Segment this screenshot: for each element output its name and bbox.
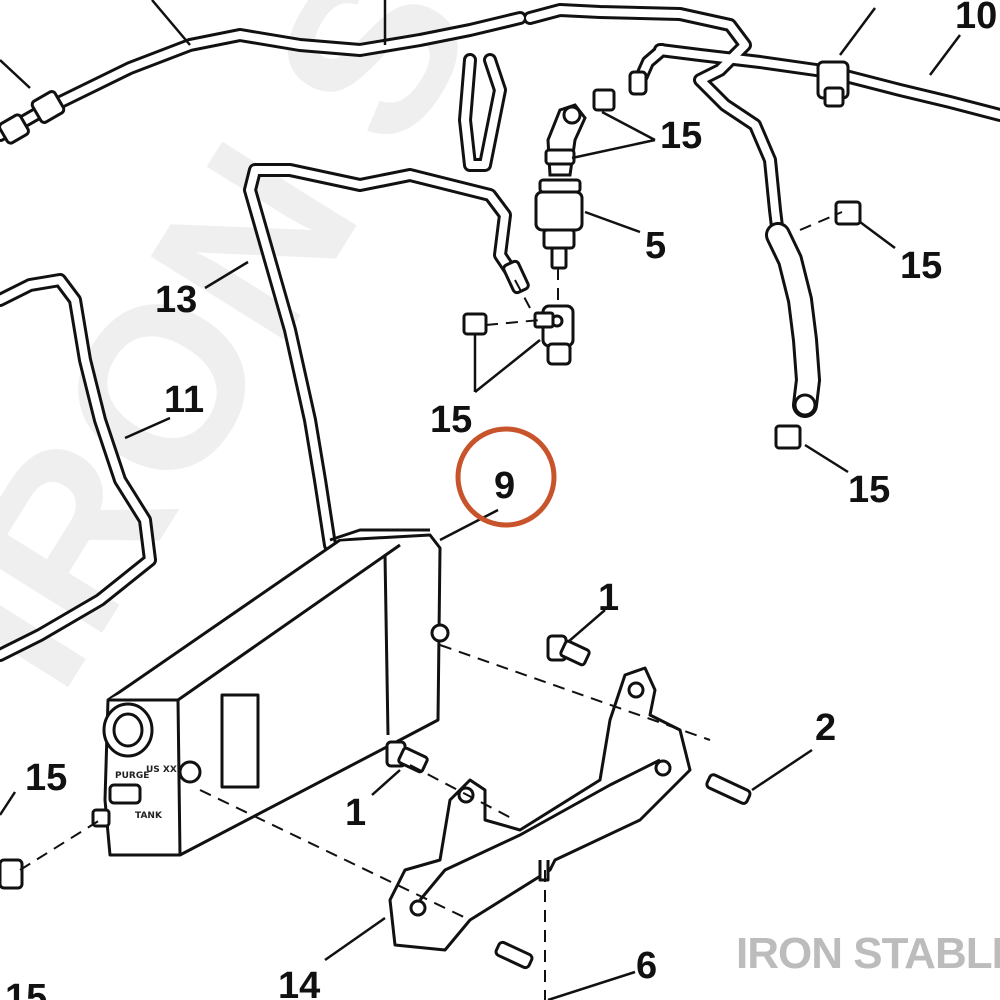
callout-15-middle: 15: [430, 399, 472, 441]
lower-connector: [502, 259, 575, 366]
leader-lines: [0, 0, 961, 1000]
clamp-top-right: [816, 60, 850, 108]
callout-1-lower: 1: [345, 792, 366, 834]
charcoal-canister: [91, 528, 450, 857]
alignment-lines: [19, 211, 843, 1000]
callout-9: 9: [494, 465, 515, 507]
hose-lower-right: [765, 222, 822, 418]
brand-watermark: IRON STABLE: [736, 929, 1000, 978]
callout-5: 5: [645, 225, 666, 267]
callout-6: 6: [636, 945, 657, 987]
callout-1-upper: 1: [598, 577, 619, 619]
callout-15-top: 15: [660, 115, 702, 157]
canister-purge-label: PURGE: [115, 771, 149, 781]
valve-assembly: [534, 103, 587, 270]
callout-15-right: 15: [900, 245, 942, 287]
screws: [385, 634, 752, 970]
left-hose-clamps: [0, 90, 66, 890]
canister-tank-label: TANK: [135, 811, 163, 821]
callout-14: 14: [278, 965, 320, 1000]
mounting-bracket: [388, 666, 692, 952]
callout-13: 13: [155, 279, 197, 321]
callout-10: 10: [955, 0, 997, 37]
highlight-circle: [455, 426, 557, 528]
callout-15-lower-right: 15: [848, 469, 890, 511]
callout-15-left: 15: [25, 757, 67, 799]
canister-code-label: US XX: [146, 765, 177, 775]
callout-2: 2: [815, 707, 836, 749]
connector-top: [592, 70, 648, 112]
callout-11: 11: [164, 379, 204, 421]
callout-15-bottom-left: 15: [5, 977, 47, 1000]
